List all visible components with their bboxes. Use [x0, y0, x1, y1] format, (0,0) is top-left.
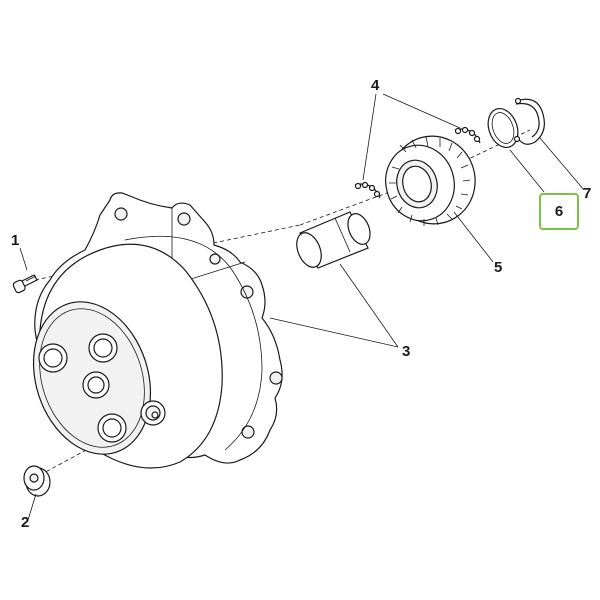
- callout-6-highlighted[interactable]: 6: [539, 193, 579, 230]
- part-7-circlip: [513, 97, 545, 145]
- callout-4: 4: [371, 77, 380, 94]
- part-2-plug: [23, 465, 51, 497]
- callout-7: 7: [583, 185, 592, 202]
- part-5-gear: [385, 135, 476, 226]
- part-6-o-ring: [487, 108, 519, 148]
- gear-housing: [32, 192, 283, 469]
- callout-5: 5: [494, 259, 503, 276]
- leader-lines: [19, 93, 585, 521]
- part-4-washer-segments: [354, 126, 481, 199]
- part-1-screw: [12, 274, 38, 294]
- callout-3: 3: [402, 343, 411, 360]
- part-3-sleeve: [296, 211, 371, 269]
- callout-2: 2: [21, 514, 30, 531]
- callout-1: 1: [11, 232, 20, 249]
